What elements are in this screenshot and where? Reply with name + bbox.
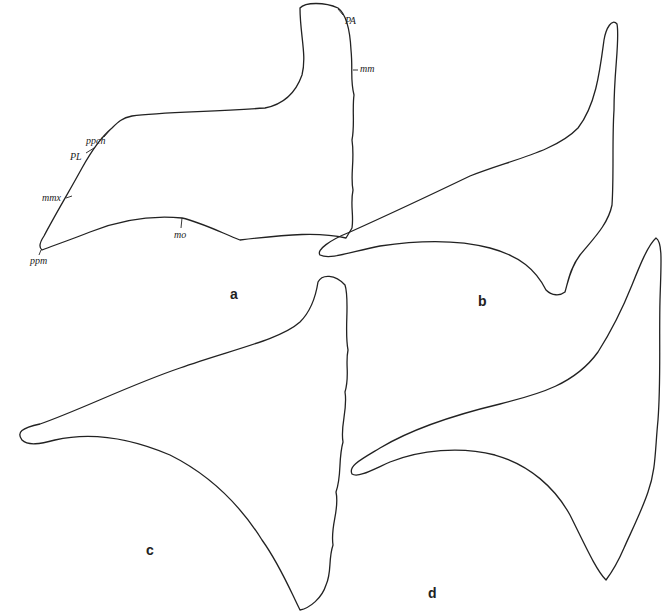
outline-d — [351, 238, 661, 580]
part-label: ppch — [86, 136, 105, 146]
leader-line — [338, 9, 343, 15]
part-label: mm — [360, 64, 374, 74]
leader-line — [181, 218, 182, 228]
part-label: PL — [70, 152, 82, 162]
part-label: mmx — [42, 193, 61, 203]
outline-c — [20, 276, 348, 610]
leader-line — [39, 250, 41, 255]
part-label: ppm — [30, 256, 47, 266]
part-label: mo — [174, 230, 186, 240]
outline-b — [319, 22, 618, 295]
figure-letter: a — [230, 287, 238, 301]
part-label: PA — [345, 16, 356, 26]
figure-letter: d — [428, 586, 437, 600]
outline-a — [40, 4, 354, 251]
figure-letter: c — [146, 543, 154, 557]
leader-line — [86, 148, 94, 153]
leader-line — [66, 196, 72, 198]
leader-line — [353, 70, 358, 71]
figure-letter: b — [478, 294, 487, 308]
